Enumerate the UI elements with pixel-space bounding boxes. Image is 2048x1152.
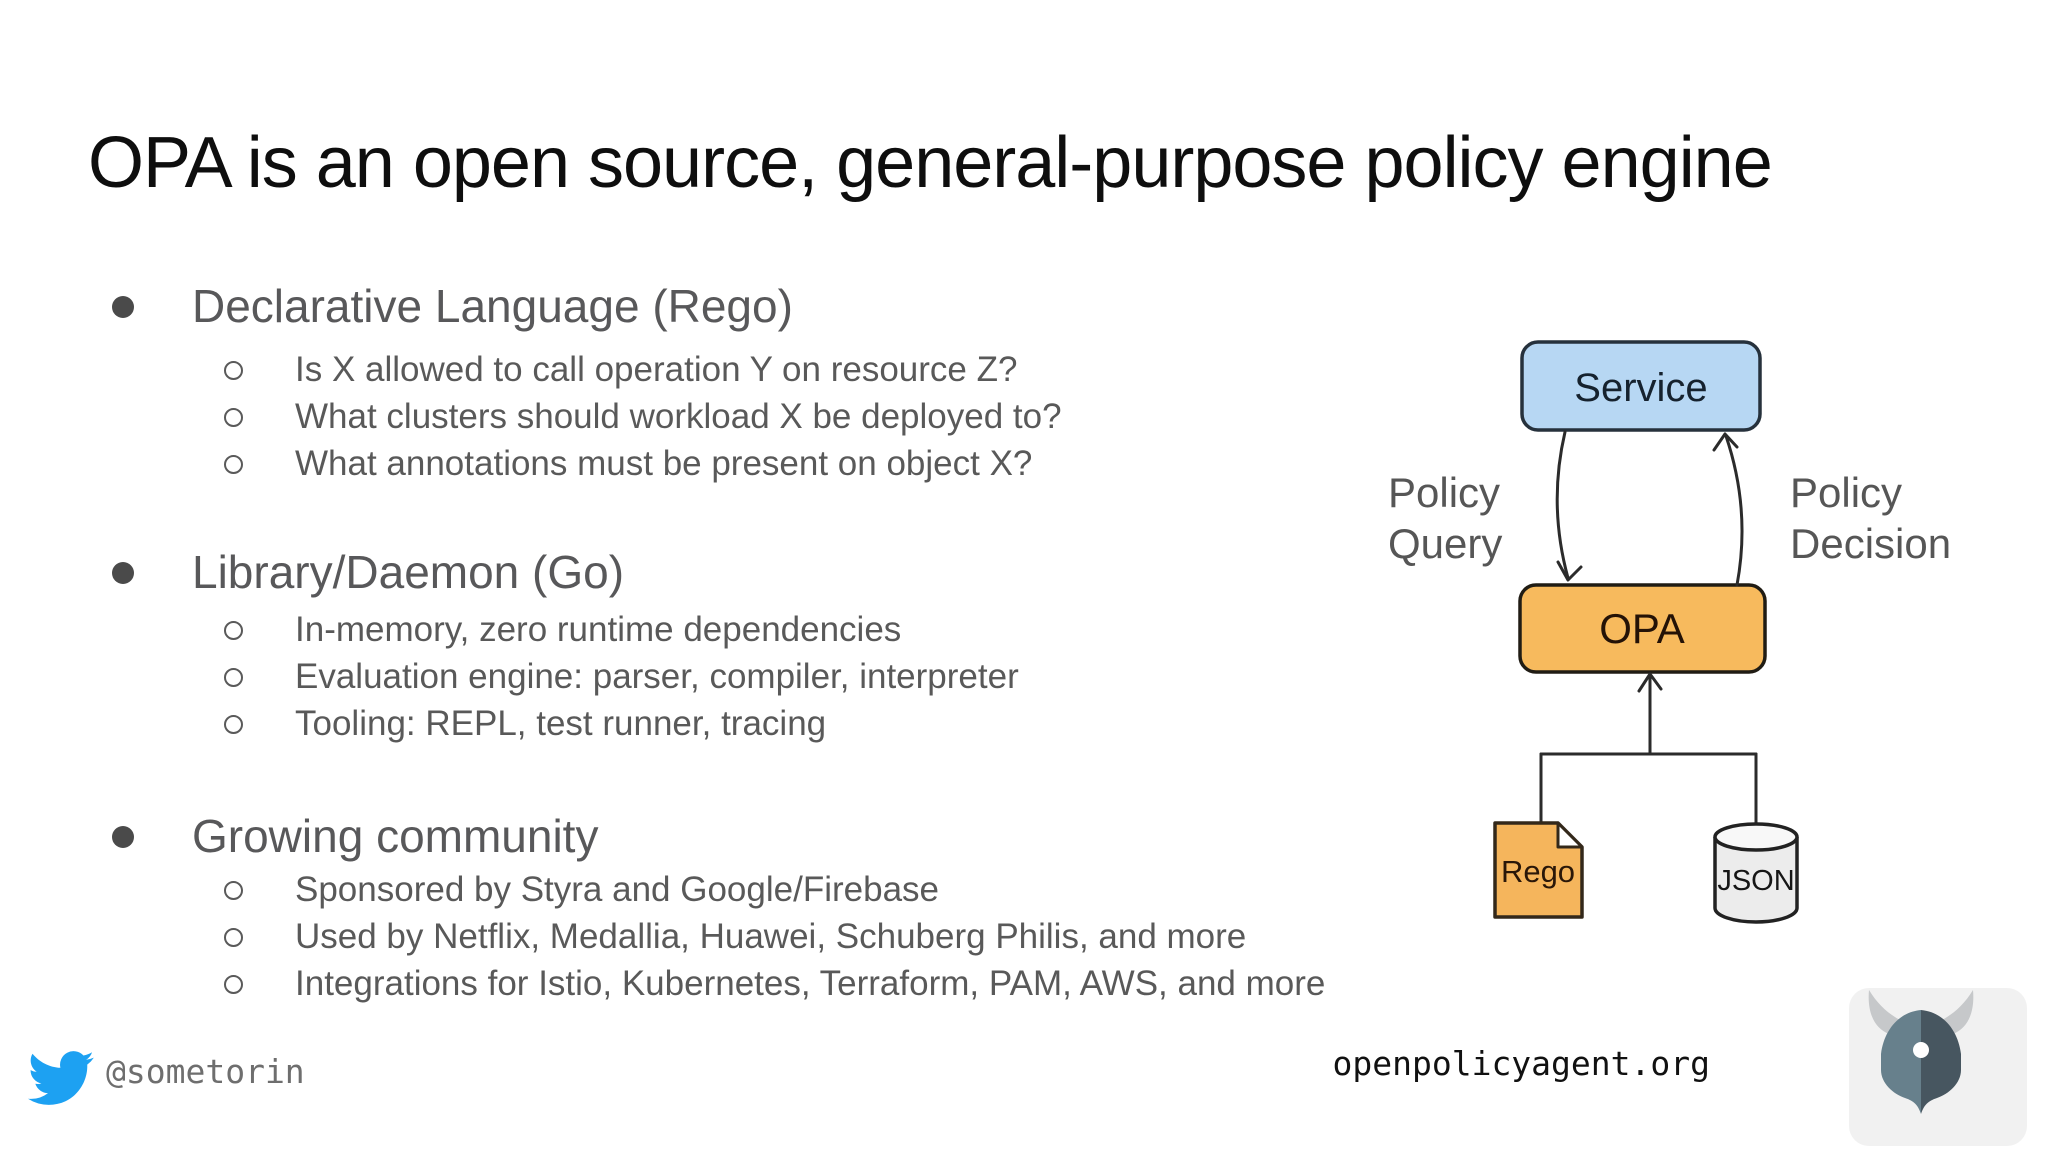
website-url: openpolicyagent.org <box>1332 1044 1711 1083</box>
policy-decision-arrow <box>1724 434 1744 587</box>
sub-bullet-circle <box>224 881 243 900</box>
json-database-icon: JSON <box>1713 822 1799 924</box>
list-item: Sponsored by Styra and Google/Firebase <box>295 870 939 909</box>
service-box-label: Service <box>1574 366 1707 410</box>
opa-box-label: OPA <box>1599 605 1685 652</box>
list-item: In-memory, zero runtime dependencies <box>295 610 902 649</box>
opa-architecture-diagram: Service OPA Policy Query Policy Decision… <box>1388 340 1951 924</box>
sub-bullet-circle <box>224 928 243 947</box>
opa-viking-helmet-icon <box>1849 988 2027 1146</box>
sub-bullet-circle <box>224 621 243 640</box>
policy-query-arrowhead <box>1556 560 1583 582</box>
service-box <box>1520 340 1762 432</box>
section-heading-library-daemon: Library/Daemon (Go) <box>192 546 625 598</box>
section-heading-declarative-language: Declarative Language (Rego) <box>192 280 793 332</box>
policy-query-label-line1: Policy <box>1388 469 1500 516</box>
sub-bullet-circle <box>224 455 243 474</box>
rego-label: Rego <box>1501 854 1575 889</box>
policy-decision-label-line1: Policy <box>1790 469 1902 516</box>
list-item: What clusters should workload X be deplo… <box>295 397 1062 436</box>
json-label: JSON <box>1717 865 1794 897</box>
list-item: What annotations must be present on obje… <box>295 444 1033 483</box>
policy-decision-label-line2: Decision <box>1790 520 1951 567</box>
list-item: Evaluation engine: parser, compiler, int… <box>295 657 1019 696</box>
opa-box <box>1518 583 1767 674</box>
sub-bullet-circle <box>224 975 243 994</box>
policy-query-label-line2: Query <box>1388 520 1502 567</box>
page-title: OPA is an open source, general-purpose p… <box>88 123 1773 203</box>
sub-bullet-circle <box>224 361 243 380</box>
policy-query-arrow <box>1555 430 1570 580</box>
rego-document-icon: Rego <box>1493 821 1584 919</box>
sub-bullet-circle <box>224 715 243 734</box>
data-to-opa-arrowhead <box>1637 672 1663 693</box>
sub-bullet-circle <box>224 408 243 427</box>
list-item: Tooling: REPL, test runner, tracing <box>295 704 827 743</box>
section-heading-growing-community: Growing community <box>192 810 599 862</box>
bullet-dot <box>112 562 134 584</box>
bullet-dot <box>112 826 134 848</box>
sub-bullet-circle <box>224 668 243 687</box>
twitter-bird-icon <box>28 1051 94 1105</box>
list-item: Used by Netflix, Medallia, Huawei, Schub… <box>295 917 1247 956</box>
twitter-handle: @sometorin <box>106 1052 305 1091</box>
policy-decision-arrowhead <box>1712 432 1739 452</box>
list-item: Is X allowed to call operation Y on reso… <box>295 350 1018 389</box>
list-item: Integrations for Istio, Kubernetes, Terr… <box>295 964 1326 1003</box>
bullet-dot <box>112 296 134 318</box>
